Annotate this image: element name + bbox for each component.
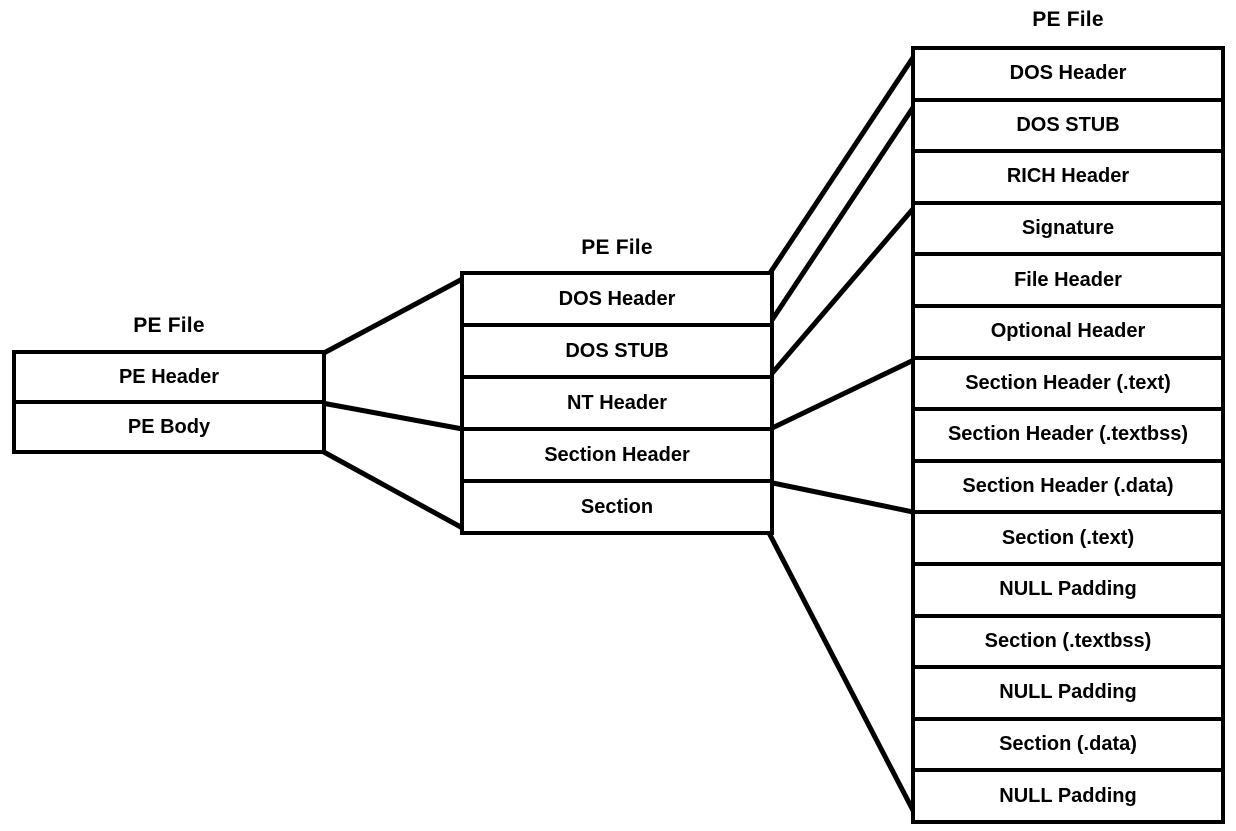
row-section-text: Section (.text) xyxy=(915,510,1221,562)
row-optional-header: Optional Header xyxy=(915,303,1221,356)
row-null-padding-2: NULL Padding xyxy=(915,665,1221,717)
row-dos-stub: DOS STUB xyxy=(464,323,770,375)
box-title: PE File xyxy=(581,236,653,259)
row-pe-header: PE Header xyxy=(16,354,322,400)
box-title: PE File xyxy=(1032,8,1104,31)
row-section-header: Section Header xyxy=(464,427,770,479)
row-dos-stub: DOS STUB xyxy=(915,97,1221,150)
connector-line xyxy=(767,479,919,516)
row-dos-header: DOS Header xyxy=(915,50,1221,98)
pe-file-expanded-box: DOS Header DOS STUB NT Header Section He… xyxy=(460,271,774,535)
row-pe-body: PE Body xyxy=(16,400,322,450)
row-signature: Signature xyxy=(915,200,1221,253)
connector-line xyxy=(766,201,920,380)
connector-line xyxy=(320,448,470,534)
connector-line xyxy=(765,98,921,328)
box-title: PE File xyxy=(133,314,205,337)
connector-line xyxy=(766,355,920,433)
row-nt-header: NT Header xyxy=(464,375,770,427)
row-section-data: Section (.data) xyxy=(915,716,1221,769)
row-section-header-textbss: Section Header (.textbss) xyxy=(915,407,1221,459)
row-section-header-data: Section Header (.data) xyxy=(915,458,1221,511)
row-null-padding-1: NULL Padding xyxy=(915,561,1221,614)
connector-line xyxy=(765,48,921,278)
row-dos-header: DOS Header xyxy=(464,275,770,323)
row-section-textbss: Section (.textbss) xyxy=(915,613,1221,666)
pe-file-detailed-box: DOS Header DOS STUB RICH Header Signatur… xyxy=(911,46,1225,824)
connector-line xyxy=(320,273,470,357)
row-section-header-text: Section Header (.text) xyxy=(915,355,1221,408)
row-null-padding-3: NULL Padding xyxy=(915,768,1221,820)
connector-line xyxy=(765,529,921,822)
row-section: Section xyxy=(464,479,770,531)
row-rich-header: RICH Header xyxy=(915,149,1221,201)
connector-line xyxy=(321,400,469,433)
pe-file-overview-box: PE Header PE Body xyxy=(12,350,326,454)
row-file-header: File Header xyxy=(915,252,1221,304)
